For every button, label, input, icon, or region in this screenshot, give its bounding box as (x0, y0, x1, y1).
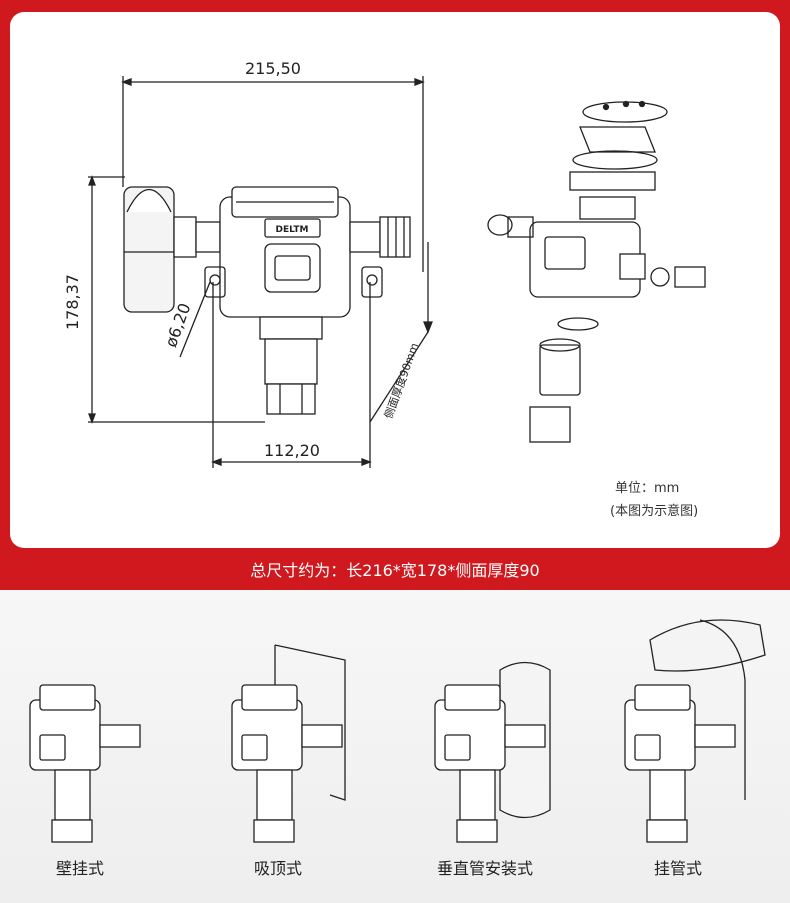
mount-spacing-dimension: 112,20 (264, 441, 320, 460)
vertical-pipe-mount-illustration (434, 661, 551, 843)
ceiling-mount-illustration (231, 644, 346, 843)
side-thickness-label: 侧面厚度90mm (381, 341, 421, 420)
wall-mount-illustration (29, 684, 141, 843)
dimension-drawing-card: 215,50 178,37 ø6,20 112,20 侧面厚度90mm DELT… (10, 12, 780, 548)
front-view-drawing: 215,50 178,37 ø6,20 112,20 侧面厚度90mm DELT… (63, 59, 706, 468)
pipe-hanging-mount-illustration (624, 619, 766, 843)
mount-label-pipe-hanging: 挂管式 (653, 859, 702, 878)
mounting-illustrations (29, 619, 766, 843)
overall-size-caption: 总尺寸约为：长216*宽178*侧面厚度90 (250, 561, 540, 580)
unit-note: 单位：mm (615, 481, 680, 496)
width-dimension: 215,50 (245, 59, 301, 78)
mount-label-ceiling: 吸顶式 (253, 859, 302, 878)
mount-label-vertical-pipe: 垂直管安装式 (436, 859, 533, 878)
schematic-note: (本图为示意图) (610, 504, 699, 519)
height-dimension: 178,37 (63, 274, 82, 330)
mount-label-wall: 壁挂式 (55, 859, 104, 878)
brand-label: DELTM (276, 225, 309, 235)
